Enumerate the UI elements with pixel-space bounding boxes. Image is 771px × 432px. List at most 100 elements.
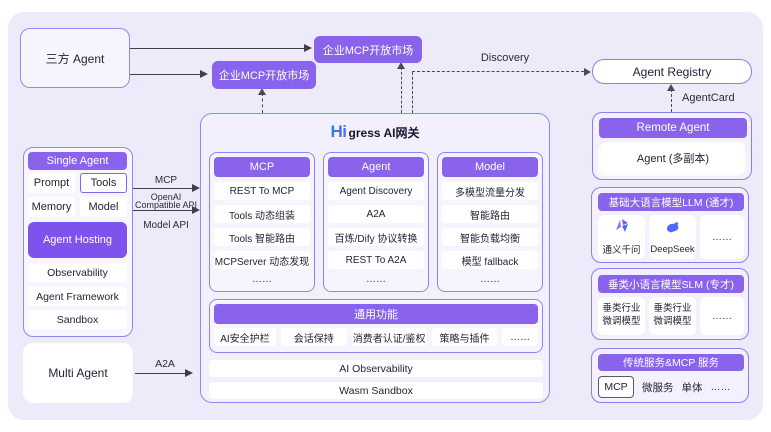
observability-label: Observability <box>47 266 108 279</box>
slm-card-2: 垂类行业 微调模型 <box>649 297 696 335</box>
memory-label: Memory <box>31 201 72 213</box>
mcp-market-top-label: 企业MCP开放市场 <box>322 44 414 57</box>
slm-card-1: 垂类行业 微调模型 <box>598 297 645 335</box>
common-item: AI安全护栏 <box>214 328 276 346</box>
arrowhead-up-icon <box>667 84 675 91</box>
higress-logo-text: gress AI网关 <box>348 125 420 140</box>
column-mcp: MCP REST To MCP Tools 动态组装 Tools 智能路由 MC… <box>209 152 315 292</box>
deepseek-label: DeepSeek <box>650 243 695 255</box>
multi-agent-label: Multi Agent <box>48 366 108 380</box>
slm-card2-line1: 垂类行业 <box>653 303 692 315</box>
services-micro-label: 微服务 <box>642 381 674 394</box>
arrow-thirdparty-to-market-top <box>130 48 306 49</box>
llm-header: 基础大语言模型LLM (通才) <box>598 193 744 211</box>
tools-label: Tools <box>90 177 117 189</box>
model-item: 模型 fallback <box>442 251 538 269</box>
column-agent: Agent Agent Discovery A2A 百炼/Dify 协议转换 R… <box>323 152 429 292</box>
agent-item: Agent Discovery <box>328 182 424 200</box>
model-item: 多模型流量分发 <box>442 182 538 200</box>
row-observability: Observability <box>28 263 127 282</box>
llm-card-tongyi: 通义千问 <box>598 215 645 259</box>
services-row: MCP 微服务 单体 …… <box>598 375 744 399</box>
slm-card1-line2: 微调模型 <box>602 316 641 327</box>
slm-card2-line2: 微调模型 <box>653 316 692 327</box>
deepseek-icon <box>665 220 681 241</box>
box-higress-gateway: Hi gress AI网关 MCP REST To MCP Tools 动态组装… <box>200 113 550 403</box>
agent-registry-label: Agent Registry <box>632 64 712 79</box>
services-mcp-chip: MCP <box>598 376 634 398</box>
node-agent-registry: Agent Registry <box>592 59 752 84</box>
model-label: Model <box>88 201 119 213</box>
agent-column-header: Agent <box>328 157 424 177</box>
mcp-item: MCPServer 动态发现 <box>214 251 310 269</box>
services-more-label: …… <box>710 381 731 393</box>
agent-framework-label: Agent Framework <box>36 290 119 303</box>
slm-more-label: …… <box>712 310 732 322</box>
third-party-agent-label: 三方 Agent <box>45 51 105 66</box>
arrowhead-up-icon <box>258 88 266 95</box>
services-mono-label: 单体 <box>681 381 703 394</box>
badge-mcp-market-left: 企业MCP开放市场 <box>212 61 316 89</box>
dashed-line-discovery-horizontal <box>412 71 584 72</box>
badge-mcp-market-top: 企业MCP开放市场 <box>314 36 422 63</box>
arrowhead-up-icon <box>397 62 405 69</box>
row-agent-framework: Agent Framework <box>28 287 127 306</box>
model-item: 智能负载均衡 <box>442 228 538 246</box>
common-features-row: AI安全护栏 会话保持 消费者认证/鉴权 策略与插件 …… <box>214 328 538 348</box>
cell-memory: Memory <box>28 197 75 217</box>
common-item: 消费者认证/鉴权 <box>351 328 427 346</box>
slm-card-more: …… <box>700 297 744 335</box>
arrow-tools-mcp <box>128 188 194 189</box>
mcp-item: Tools 智能路由 <box>214 228 310 246</box>
node-third-party-agent: 三方 Agent <box>20 28 130 88</box>
arrowhead-right-icon <box>200 70 208 78</box>
box-traditional-services: 传统服务&MCP 服务 MCP 微服务 单体 …… <box>591 348 749 403</box>
single-agent-header: Single Agent <box>28 152 127 170</box>
arrowhead-right-icon <box>192 184 200 192</box>
model-column-header: Model <box>442 157 538 177</box>
llm-more-label: …… <box>712 231 732 243</box>
mcp-column-title: MCP <box>249 161 275 173</box>
cell-prompt: Prompt <box>28 173 75 193</box>
services-header: 传统服务&MCP 服务 <box>598 354 744 371</box>
arrowhead-right-icon <box>304 44 312 52</box>
discovery-label: Discovery <box>480 52 530 64</box>
mcp-arrow-label: MCP <box>154 175 178 186</box>
model-column-title: Model <box>475 161 505 173</box>
mcp-more-label: …… <box>252 273 272 285</box>
box-llm: 基础大语言模型LLM (通才) 通义千问 DeepSeek …… <box>591 187 749 263</box>
services-title: 传统服务&MCP 服务 <box>622 357 720 369</box>
agent-item: REST To A2A <box>328 251 424 269</box>
llm-title: 基础大语言模型LLM (通才) <box>608 196 734 209</box>
node-multi-agent: Multi Agent <box>23 343 133 403</box>
model-api-label: Model API <box>143 220 189 231</box>
model-item: 智能路由 <box>442 205 538 223</box>
dashed-line-discovery-vertical <box>412 72 413 113</box>
mcp-market-left-label: 企业MCP开放市场 <box>218 70 310 82</box>
llm-card-more: …… <box>700 215 744 259</box>
llm-card-deepseek: DeepSeek <box>649 215 696 259</box>
arrow-model-openai-api <box>128 210 194 211</box>
cell-model: Model <box>80 197 127 217</box>
column-model: Model 多模型流量分发 智能路由 智能负载均衡 模型 fallback …… <box>437 152 543 292</box>
openai-label-line1: OpenAI <box>150 192 182 202</box>
remote-agent-header: Remote Agent <box>599 118 747 138</box>
arrowhead-right-icon <box>185 369 193 377</box>
ai-observability-label: AI Observability <box>339 362 413 375</box>
cell-tools: Tools <box>80 173 127 193</box>
bar-wasm-sandbox: Wasm Sandbox <box>209 382 543 399</box>
dashed-line-agentcard <box>671 89 672 112</box>
remote-agent-replica-label: Agent (多副本) <box>636 153 710 165</box>
agent-hosting-block: Agent Hosting <box>28 222 127 258</box>
common-features-header: 通用功能 <box>214 304 538 324</box>
agent-item: 百炼/Dify 协议转换 <box>328 228 424 246</box>
common-item: 会话保持 <box>280 328 347 346</box>
tongyi-label: 通义千问 <box>602 245 641 256</box>
agent-column-title: Agent <box>361 161 391 173</box>
arrow-multiagent-a2a <box>135 373 187 374</box>
panel-single-agent: Single Agent Prompt Tools Memory Model A… <box>23 147 133 337</box>
single-agent-title: Single Agent <box>46 155 109 167</box>
mcp-item: Tools 动态组装 <box>214 205 310 223</box>
higress-hi-logo-icon: Hi <box>330 122 348 141</box>
agent-hosting-label: Agent Hosting <box>42 234 113 246</box>
